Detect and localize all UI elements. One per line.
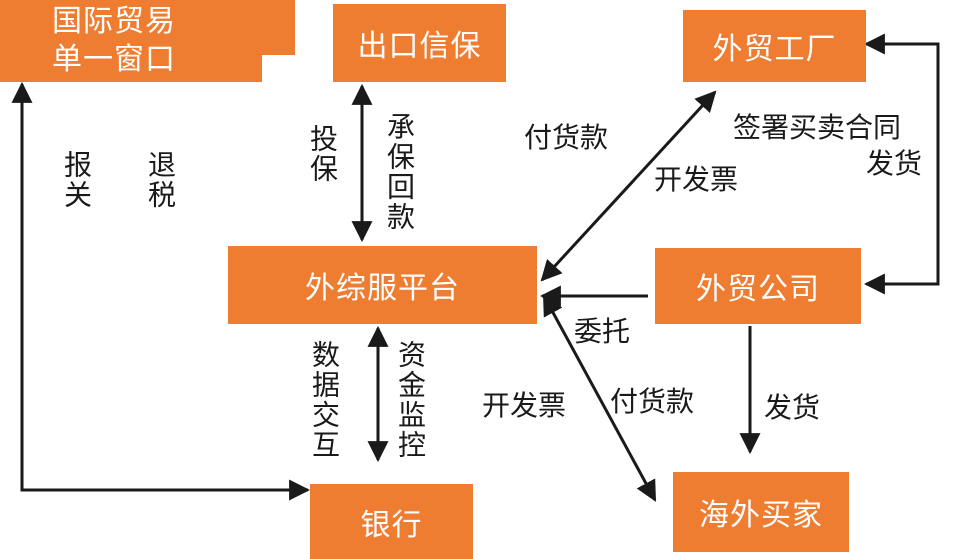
arrow-platform-factory [540, 90, 717, 282]
label-fund-monitor: 资金监控 [394, 340, 427, 460]
node-overseas-buyer: 海外买家 [673, 472, 849, 552]
label-ship-1: 发货 [866, 147, 923, 180]
node-export-insurance: 出口信保 [333, 4, 506, 82]
label-tax-refund: 退税 [144, 150, 177, 210]
node-export-insurance-label: 出口信保 [357, 29, 482, 64]
node-single-window-label: 国际贸易 单一窗口 [0, 0, 262, 82]
label-pay-goods-1: 付货款 [524, 121, 609, 154]
node-single-window-line1: 国际贸易 [52, 4, 176, 39]
node-platform: 外综服平台 [228, 246, 537, 324]
arrow-singlewindow-bank [11, 81, 311, 501]
label-data-exchange: 数据交互 [308, 340, 341, 460]
node-bank: 银行 [310, 484, 473, 559]
node-overseas-buyer-label: 海外买家 [699, 498, 823, 533]
label-entrust: 委托 [574, 315, 631, 348]
node-single-window-line2: 单一窗口 [52, 42, 176, 77]
label-declare: 报关 [60, 150, 93, 210]
label-sign-contract: 签署买卖合同 [733, 111, 902, 144]
label-invoice-1: 开发票 [654, 163, 739, 196]
label-pay-goods-2: 付货款 [610, 385, 695, 418]
arrow-factory-company [863, 33, 940, 295]
arrow-platform-buyer [542, 294, 657, 502]
node-platform-label: 外综服平台 [305, 271, 460, 306]
node-factory-label: 外贸工厂 [712, 32, 837, 67]
node-bank-label: 银行 [360, 507, 423, 543]
label-insure: 投保 [306, 124, 339, 184]
node-factory: 外贸工厂 [683, 10, 866, 82]
label-invoice-2: 开发票 [482, 389, 567, 422]
node-trade-company-label: 外贸公司 [696, 272, 820, 307]
label-ship-2: 发货 [764, 391, 821, 424]
node-trade-company: 外贸公司 [655, 248, 861, 324]
label-guarantee-payback: 承保回款 [383, 112, 416, 232]
